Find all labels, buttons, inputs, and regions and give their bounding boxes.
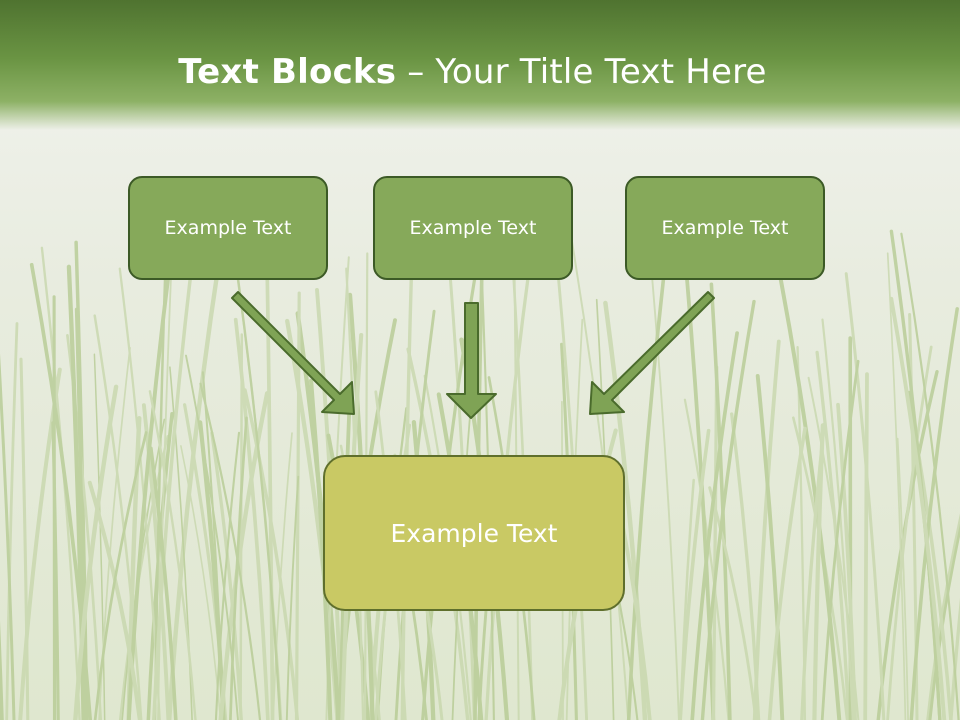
grass-blade	[0, 353, 16, 720]
text-block-3-label: Example Text	[661, 217, 789, 239]
arrow-left-down-right	[231, 291, 355, 415]
grass-blade	[229, 416, 248, 720]
grass-blade	[896, 437, 909, 720]
grass-blade	[844, 272, 886, 720]
header-band	[0, 0, 960, 130]
title-separator: –	[396, 52, 436, 92]
grass-blade	[285, 475, 300, 720]
arrow-center-down	[446, 302, 497, 419]
grass-blade	[700, 299, 756, 720]
grass-blade	[820, 359, 860, 720]
grass-blade	[264, 228, 275, 720]
grass-blade	[233, 317, 270, 720]
grass-blade	[93, 314, 143, 720]
grass-blade	[210, 431, 243, 720]
grass-blade	[185, 354, 239, 720]
grass-blade	[711, 365, 719, 720]
grass-blade	[243, 388, 300, 720]
grass-blade	[926, 513, 960, 720]
grass-blade	[836, 402, 857, 720]
grass-blade	[767, 426, 807, 720]
grass-blade	[626, 278, 666, 720]
target-block[interactable]: Example Text	[323, 455, 625, 611]
grass-blade	[886, 345, 933, 720]
grass-blade	[214, 431, 241, 720]
grass-blade	[149, 446, 178, 720]
grass-blade	[708, 486, 758, 720]
grass-blade	[927, 518, 960, 720]
grass-blade	[93, 431, 148, 720]
grass-blade	[218, 391, 270, 720]
page-title: Text Blocks – Your Title Text Here	[0, 52, 945, 92]
grass-blade	[309, 378, 333, 720]
arrow-right-down-left	[589, 291, 715, 415]
title-bold: Text Blocks	[178, 52, 397, 92]
grass-blade	[886, 252, 907, 720]
grass-blade	[821, 318, 854, 720]
grass-blade	[909, 307, 959, 720]
text-block-3[interactable]: Example Text	[625, 176, 825, 280]
grass-blade	[678, 428, 711, 720]
grass-blade	[198, 420, 226, 720]
target-block-label: Example Text	[390, 518, 558, 548]
grass-blade	[19, 357, 30, 720]
grass-blade	[755, 374, 785, 720]
grass-blade	[690, 331, 739, 720]
text-block-1[interactable]: Example Text	[128, 176, 328, 280]
grass-blade	[93, 353, 106, 720]
grass-blade	[683, 398, 730, 720]
grass-blade	[73, 384, 119, 720]
text-block-2-label: Example Text	[409, 217, 537, 239]
grass-blade	[889, 296, 947, 720]
grass-blade	[603, 300, 648, 720]
grass-blade	[5, 322, 19, 720]
grass-blade	[863, 372, 869, 720]
grass-blade	[294, 291, 301, 720]
grass-blade	[167, 240, 224, 720]
grass-blade	[87, 480, 142, 720]
grass-blade	[752, 339, 781, 720]
grass-blade	[800, 422, 826, 720]
title-rest: Your Title Text Here	[435, 52, 767, 92]
grass-blade	[29, 262, 93, 720]
text-block-1-label: Example Text	[164, 217, 292, 239]
text-block-2[interactable]: Example Text	[373, 176, 573, 280]
grass-blade	[235, 269, 282, 720]
grass-blade	[199, 382, 262, 720]
grass-blade	[647, 232, 680, 720]
grass-blade	[148, 390, 197, 720]
